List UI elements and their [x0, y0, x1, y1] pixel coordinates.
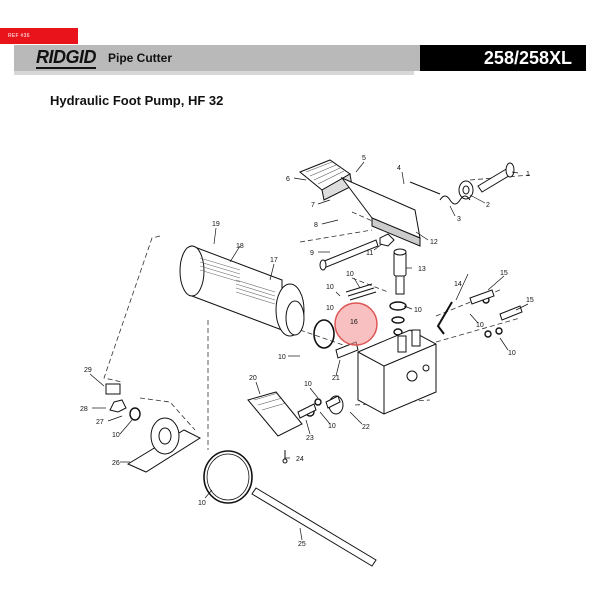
model-box: 258/258XL [420, 45, 586, 71]
base-plate-26 [126, 417, 202, 473]
hook-14 [436, 301, 453, 335]
header-bar-shadow [14, 71, 414, 75]
header-bar [14, 45, 420, 71]
callout-11: 11 [366, 250, 373, 257]
assembly-guide-lines [103, 174, 531, 450]
callout-10-b: 10 [326, 284, 334, 291]
callout-16: 16 [350, 319, 358, 326]
header-bar-slant [405, 45, 419, 71]
callout-26: 26 [112, 460, 120, 467]
callout-6: 6 [286, 176, 290, 183]
callout-10-h: 10 [304, 381, 312, 388]
callout-15-b: 15 [526, 297, 534, 304]
piston-13 [393, 248, 407, 295]
callout-23: 23 [306, 435, 314, 442]
callout-27: 27 [96, 419, 104, 426]
callout-1: 1 [526, 171, 530, 178]
small-seals [129, 296, 503, 421]
check-valve-15 [469, 289, 523, 321]
reference-tag: REF #36 [0, 28, 78, 44]
callout-9: 9 [310, 250, 314, 257]
callout-4: 4 [397, 165, 401, 172]
callout-10-f: 10 [508, 350, 516, 357]
callout-3: 3 [457, 216, 461, 223]
callout-15-a: 15 [500, 270, 508, 277]
callout-14: 14 [454, 281, 462, 288]
callout-20: 20 [249, 375, 257, 382]
callout-21: 21 [332, 375, 340, 382]
reservoir-cylinder [179, 245, 305, 337]
callout-10-e: 10 [476, 322, 484, 329]
valve-22 [325, 395, 344, 415]
pivot-pin [477, 162, 515, 193]
callout-19: 19 [212, 221, 220, 228]
callout-13: 13 [418, 266, 426, 273]
foot-pedal [299, 159, 421, 247]
o-ring-10 [313, 319, 335, 349]
bolt-9 [319, 239, 379, 271]
nut-11 [379, 233, 395, 247]
callout-2: 2 [486, 202, 490, 209]
callout-17: 17 [270, 257, 278, 264]
callout-12: 12 [430, 239, 438, 246]
callout-10-a: 10 [346, 271, 354, 278]
callout-29: 29 [84, 367, 92, 374]
callout-leaders [89, 161, 529, 541]
callout-25: 25 [298, 541, 306, 548]
callout-10-d: 10 [414, 307, 422, 314]
callout-10-k: 10 [198, 500, 206, 507]
callout-8: 8 [314, 222, 318, 229]
brand-logo: RIDGID [36, 47, 97, 69]
highlight-circle [334, 302, 378, 346]
callout-10-j: 10 [112, 432, 120, 439]
connecting-rod-25 [251, 487, 377, 567]
pedal-pad-20 [247, 391, 303, 437]
product-name: Pipe Cutter [108, 51, 173, 65]
callout-7: 7 [311, 202, 315, 209]
screw-24 [282, 450, 288, 464]
callout-28: 28 [80, 406, 88, 413]
large-o-ring [203, 450, 253, 504]
bushing [458, 180, 474, 200]
callout-labels: 1 2 3 4 5 6 7 8 9 10 10 10 10 10 10 10 1… [80, 155, 534, 548]
callout-22: 22 [362, 424, 370, 431]
callout-10-g: 10 [278, 354, 286, 361]
callout-10-c: 10 [326, 305, 334, 312]
return-spring [409, 181, 471, 205]
pump-body [357, 329, 437, 415]
spring-16 [345, 283, 377, 301]
fittings-27-29 [105, 383, 127, 413]
callout-18: 18 [236, 243, 244, 250]
callout-10-i: 10 [328, 423, 336, 430]
page-title: Hydraulic Foot Pump, HF 32 [50, 93, 224, 108]
callout-24: 24 [296, 456, 304, 463]
callout-5: 5 [362, 155, 366, 162]
fitting-23 [297, 403, 317, 419]
model-number: 258/258XL [483, 48, 572, 68]
